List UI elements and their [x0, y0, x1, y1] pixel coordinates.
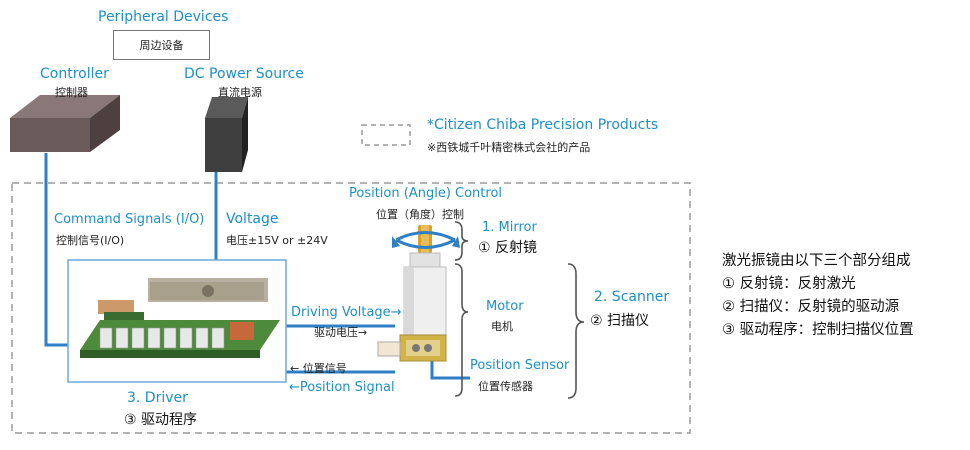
position-control-label: Position (Angle) Control [349, 186, 503, 201]
legend-line-mirror: ① 反射镜：反射激光 [722, 276, 856, 292]
controller-cn-label: 控制器 [55, 86, 88, 99]
system-boundary [11, 182, 691, 434]
driving-voltage-label: Driving Voltage→ [291, 305, 402, 320]
dc-power-box [205, 97, 248, 172]
scanner-cn-label: ② 扫描仪 [590, 313, 650, 329]
citizen-products-label: *Citizen Chiba Precision Products [427, 117, 659, 133]
controller-box [10, 95, 120, 152]
command-signals-cn-label: 控制信号(I/O) [56, 234, 125, 247]
scanner-label: 2. Scanner [594, 289, 670, 305]
command-signals-label: Command Signals (I/O) [54, 212, 205, 227]
motor-label: Motor [486, 299, 524, 314]
mirror-label: 1. Mirror [482, 220, 537, 235]
position-signal-cn-label: ← 位置信号 [290, 362, 347, 375]
rotate-arrowhead-right-icon [452, 236, 460, 248]
citizen-legend-box [361, 124, 411, 146]
driving-voltage-cn-label: 驱动电压→ [314, 326, 368, 339]
rotate-arrowhead-left-icon [392, 236, 400, 248]
dc-power-label: DC Power Source [184, 66, 304, 82]
legend-title: 激光振镜由以下三个部分组成 [722, 253, 911, 269]
driver-cn-label: ③ 驱动程序 [124, 412, 198, 428]
dc-power-cn-label: 直流电源 [218, 86, 262, 99]
peripheral-devices-label: Peripheral Devices [98, 9, 229, 25]
position-sensor-label: Position Sensor [470, 358, 570, 373]
mirror-cn-label: ① 反射镜 [478, 240, 538, 256]
driver-label: 3. Driver [127, 390, 188, 406]
controller-label: Controller [40, 66, 109, 82]
braces [454, 221, 585, 399]
position-sensor-cn-label: 位置传感器 [478, 380, 533, 393]
driver-board-illustration [80, 278, 280, 358]
position-signal-label: ←Position Signal [289, 380, 395, 395]
voltage-label: Voltage [226, 211, 279, 227]
position-control-cn-label: 位置（角度）控制 [376, 208, 464, 221]
legend-line-scanner: ② 扫描仪：反射镜的驱动源 [722, 299, 900, 315]
citizen-products-cn-label: ※西铁城千叶精密株式会社的产品 [427, 141, 591, 154]
voltage-cn-label: 电压±15V or ±24V [226, 234, 328, 247]
peripheral-devices-cn-box: 周边设备 [113, 30, 210, 60]
rotation-arrows [395, 231, 456, 249]
legend-line-driver: ③ 驱动程序：控制扫描仪位置 [722, 322, 914, 338]
components-legend: 激光振镜由以下三个部分组成 ① 反射镜：反射激光 ② 扫描仪：反射镜的驱动源 ③… [722, 250, 914, 342]
motor-cn-label: 电机 [491, 320, 513, 333]
